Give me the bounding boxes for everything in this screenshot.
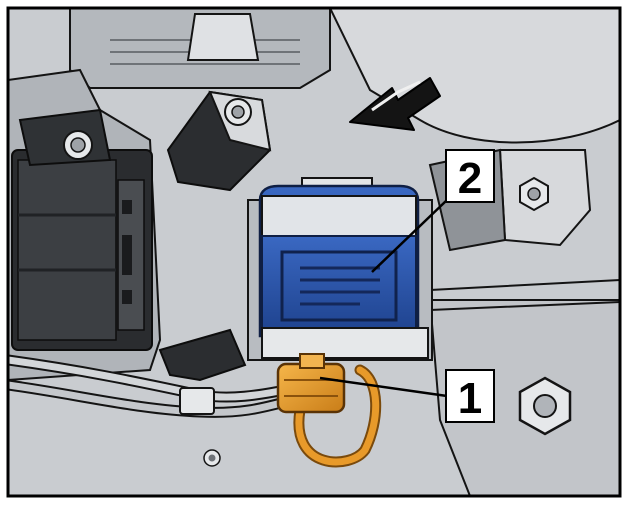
arrow-icon [349,77,441,131]
scene [8,8,620,496]
callout-1: 1 [445,369,495,423]
upper-clip [186,13,260,61]
blue-connector-module [258,184,429,359]
harness-clip [179,387,215,415]
lower-left-bracket [158,328,247,382]
bolt-icon [203,449,221,467]
orange-connector [276,353,382,468]
callout-2-leader [371,199,448,273]
right-lower-rail [429,279,620,311]
bolt-icon [519,176,549,212]
callout-1-leader [319,376,448,398]
bolt-icon [518,376,572,436]
figure-frame [6,6,622,498]
bolt-icon [63,130,93,160]
left-control-module [11,108,153,351]
callout-2: 2 [445,149,495,203]
callout-2-label: 2 [458,154,482,203]
bolt-icon [224,98,252,126]
callout-1-label: 1 [458,374,482,423]
